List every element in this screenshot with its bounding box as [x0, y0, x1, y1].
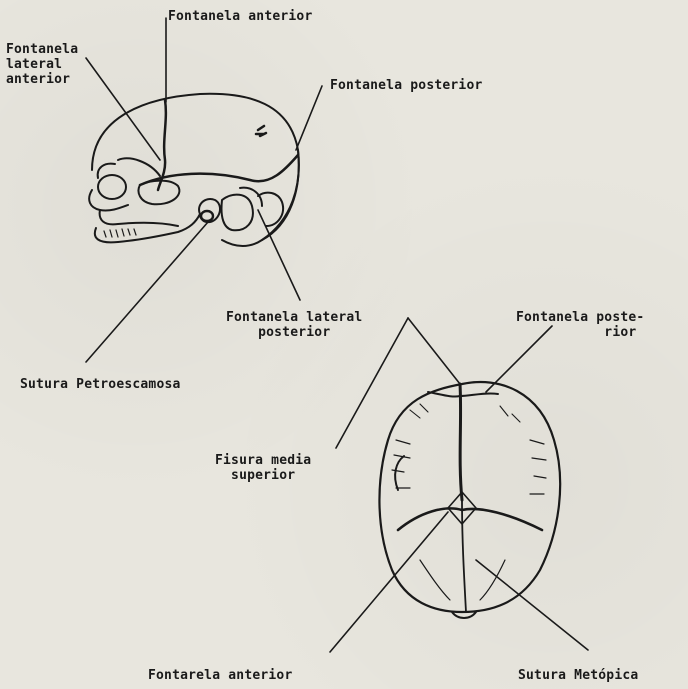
label-fisura-media-superior: Fisura media superior [215, 453, 311, 483]
lateral-skull-drawing [89, 94, 299, 246]
leader-sutura-metopica [476, 560, 588, 650]
leader-fontanela-posterior-lateral [296, 86, 322, 150]
leader-fontanela-anterior-bottom [330, 512, 448, 652]
label-fontanela-lateral-posterior: Fontanela lateral posterior [226, 310, 362, 340]
label-fontanela-posterior-lateral-view: Fontanela posterior [330, 78, 483, 93]
label-sutura-metopica: Sutura Metópica [518, 668, 638, 683]
label-sutura-petroescamosa: Sutura Petroescamosa [20, 377, 181, 392]
label-fontanela-anterior-top: Fontanela anterior [168, 9, 312, 24]
label-fontanela-lateral-anterior: Fontanela lateral anterior [6, 42, 78, 87]
top-skull-drawing [379, 382, 560, 618]
leader-lateral-posterior-to-top [408, 318, 460, 384]
leader-sutura-petroescamosa [86, 222, 208, 362]
label-fontanela-posterior-top-view: Fontanela poste- rior [516, 310, 644, 340]
label-fontanela-anterior-bottom: Fontarela anterior [148, 668, 292, 683]
